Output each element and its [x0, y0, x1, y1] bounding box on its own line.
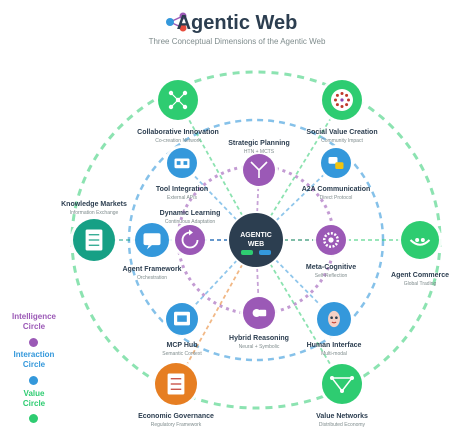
node-label-agent-framework: Agent Framework: [122, 266, 182, 273]
page-subtitle: Three Conceptual Dimensions of the Agent…: [148, 37, 326, 46]
gear-cog-icon: [323, 232, 339, 248]
node-sub-social-value-creation: Community Impact: [321, 138, 363, 144]
chat-window-icon: [143, 233, 161, 250]
tree-branch-icon: [250, 161, 268, 178]
legend-intelligence-line2: Circle: [22, 322, 46, 331]
document-list-icon: [85, 229, 103, 251]
node-sub-strategic-planning: HTN + MCTS: [243, 149, 275, 155]
page-title: Agentic Web: [176, 12, 298, 34]
node-sub-collaborative-innovation: Co-creation Network: [155, 138, 201, 144]
node-label-agent-commerce: Agent Commerce: [391, 272, 449, 279]
node-label-value-networks: Value Networks: [316, 413, 368, 420]
node-hybrid-reasoning: [240, 294, 278, 332]
center-accent-green: [241, 250, 253, 255]
chat-bubbles-icon: [328, 157, 344, 169]
node-sub-economic-governance: Regulatory Framework: [150, 422, 202, 428]
node-label-knowledge-markets: Knowledge Markets: [61, 201, 127, 208]
node-label-collaborative-innovation: Collaborative Innovation: [137, 129, 219, 136]
node-sub-tool-integration: External APIs: [166, 195, 198, 201]
node-sub-a2a-communication: Direct Protocol: [319, 195, 353, 201]
node-sub-value-networks: Distributed Economy: [318, 422, 366, 428]
node-label-hybrid-reasoning: Hybrid Reasoning: [229, 335, 289, 342]
legend-value-line2: Circle: [22, 399, 46, 408]
community-icon: [331, 89, 353, 111]
node-collaborative-innovation: [155, 77, 201, 123]
node-economic-governance: [152, 360, 200, 408]
connector-a2a-communication: [255, 162, 337, 241]
legend-interaction-dot: [29, 376, 38, 385]
brain-chip-icon: [252, 309, 267, 317]
node-sub-mcp-hub: Semantic Context: [162, 351, 202, 357]
node-mcp-hub: [163, 300, 201, 338]
legend-intelligence-dot: [29, 338, 38, 347]
legend-intelligence-line1: Intelligence: [11, 312, 56, 321]
center-title-line2: WEB: [248, 241, 264, 248]
node-label-meta-cognitive: Meta-Cognitive: [305, 264, 357, 271]
node-sub-human-interface: Multi-modal: [321, 351, 347, 357]
connector-social-value-creation: [255, 99, 343, 241]
toolbox-icon: [174, 158, 190, 169]
connector-hybrid-reasoning: [255, 239, 260, 314]
node-a2a-communication: [318, 145, 354, 181]
node-tool-integration: [164, 145, 200, 181]
node-strategic-planning: [240, 151, 278, 189]
node-human-interface: [314, 299, 354, 339]
node-dynamic-learning: [172, 222, 208, 258]
center-title-line1: AGENTIC: [240, 232, 272, 239]
node-sub-knowledge-markets: Information Exchange: [69, 210, 119, 216]
connector-collaborative-innovation: [177, 99, 257, 241]
legend-interaction-line2: Circle: [22, 360, 46, 369]
node-label-a2a-communication: A2A Communication: [301, 186, 371, 193]
legend-interaction: Interaction Circle: [8, 350, 60, 370]
value-graph-icon: [330, 376, 354, 393]
node-social-value-creation: [319, 77, 365, 123]
regulation-doc-icon: [167, 373, 185, 395]
node-label-human-interface: Human Interface: [306, 342, 362, 349]
network-icon: [168, 90, 188, 110]
node-label-economic-governance: Economic Governance: [138, 413, 214, 420]
mcp-chip-icon: [174, 311, 190, 326]
share-nodes-icon: [166, 12, 187, 32]
node-label-tool-integration: Tool Integration: [155, 186, 209, 193]
node-label-strategic-planning: Strategic Planning: [228, 140, 290, 147]
node-sub-agent-commerce: Global Trading: [403, 281, 437, 287]
node-label-dynamic-learning: Dynamic Learning: [159, 210, 221, 217]
human-face-icon: [328, 310, 340, 328]
node-sub-agent-framework: Orchestration: [136, 275, 168, 281]
refresh-icon: [181, 229, 199, 249]
center-hub: AGENTIC WEB: [227, 211, 285, 269]
legend-intelligence: Intelligence Circle: [8, 312, 60, 332]
node-knowledge-markets: [70, 216, 118, 264]
node-label-social-value-creation: Social Value Creation: [306, 129, 378, 136]
node-sub-dynamic-learning: Continuous Adaptation: [164, 219, 216, 225]
node-label-mcp-hub: MCP Hub: [166, 342, 198, 349]
legend-value: Value Circle: [8, 389, 60, 409]
center-accent-blue: [259, 250, 271, 255]
node-sub-hybrid-reasoning: Neural + Symbolic: [238, 344, 280, 350]
node-value-networks: [319, 361, 365, 407]
node-sub-meta-cognitive: Self-Reflection: [314, 273, 348, 279]
node-agent-commerce: [398, 218, 442, 262]
legend-value-dot: [29, 414, 38, 423]
legend-interaction-line1: Interaction: [13, 350, 55, 359]
node-agent-framework: [132, 220, 172, 260]
legend-value-line1: Value: [23, 389, 45, 398]
node-meta-cognitive: [313, 222, 349, 258]
handshake-icon: [409, 238, 431, 246]
